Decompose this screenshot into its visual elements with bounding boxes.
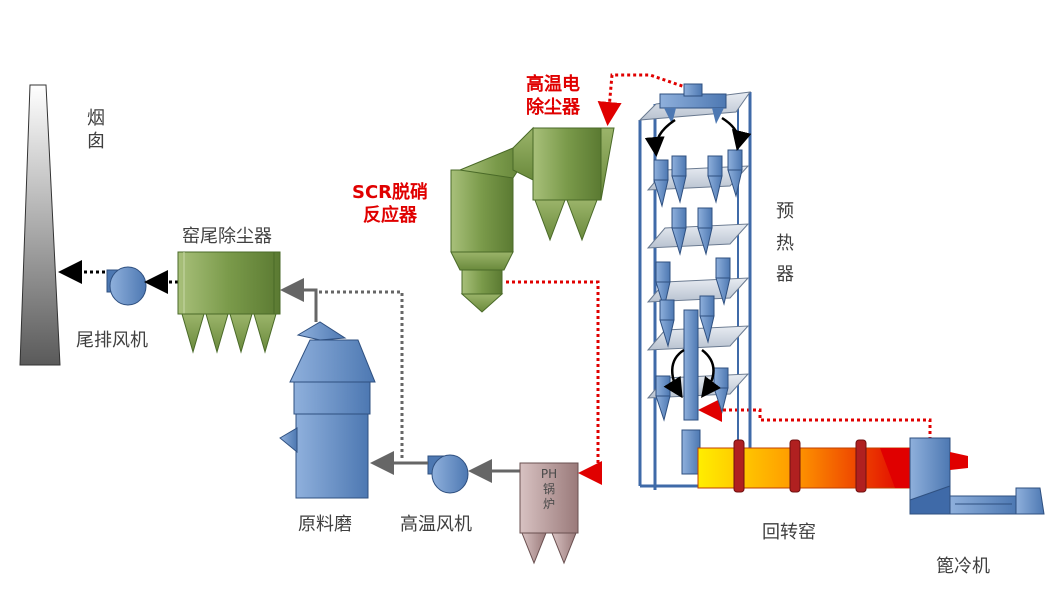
ph-boiler-label: PH 锅 炉 (540, 467, 558, 511)
cyclone (671, 207, 687, 256)
cyclone (671, 155, 687, 204)
cyclone (659, 299, 675, 348)
high-temp-fan (427, 454, 469, 494)
tail-exhaust-fan-label: 尾排风机 (76, 330, 148, 351)
cyclone (713, 367, 729, 414)
kiln-riser (681, 429, 701, 475)
preheater-cyclones (653, 149, 743, 422)
cyclone (697, 207, 713, 256)
rotary-kiln-body (697, 439, 911, 493)
cyclone (655, 261, 671, 310)
cyclone (715, 257, 731, 306)
scr-reactor (450, 147, 534, 313)
preheater-label: 预 热 器 (776, 201, 794, 285)
scr-reactor-label: SCR脱硝 反应器 (352, 182, 429, 226)
flow-cooler-to-preheater (698, 398, 932, 440)
calciner (683, 309, 699, 421)
cyclone (699, 295, 715, 344)
cyclone (727, 149, 743, 198)
cyclone (655, 375, 671, 422)
grate-cooler-label: 篦冷机 (936, 556, 990, 577)
high-temp-fan-label: 高温风机 (400, 514, 472, 535)
cyclone (653, 159, 669, 208)
rotary-kiln-label: 回转窑 (762, 522, 816, 543)
esp-label: 高温电 除尘器 (526, 74, 580, 118)
kiln-tail-dust-collector (177, 251, 281, 354)
tail-exhaust-fan (106, 266, 147, 306)
chimney-stack (19, 84, 61, 366)
raw-mill (279, 321, 376, 499)
flow-mill-to-collector (280, 278, 318, 322)
flow-scr-to-boiler (506, 280, 602, 485)
kiln-tail-dust-collector-label: 窑尾除尘器 (182, 226, 272, 247)
grate-cooler-body (909, 437, 1045, 515)
high-temp-esp (512, 126, 615, 242)
flow-bypass-to-collector (318, 290, 404, 458)
ph-boiler (519, 462, 579, 565)
preheater-gas-flow (644, 116, 752, 399)
flow-preheater-to-esp (597, 73, 689, 126)
chimney-label: 烟囱 (87, 108, 105, 152)
cyclone (707, 155, 723, 204)
raw-mill-label: 原料磨 (298, 514, 352, 535)
